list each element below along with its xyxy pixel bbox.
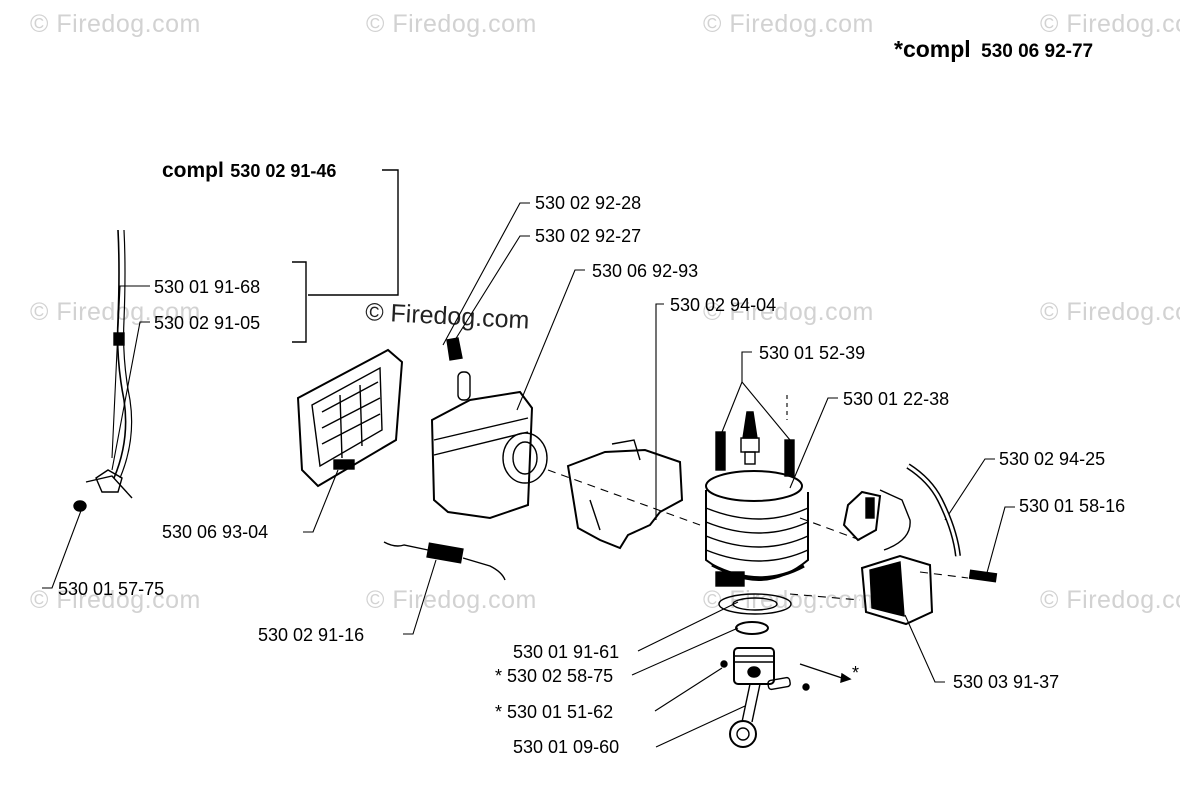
watermark: © Firedog.com [703,298,874,326]
part-label: 530 01 91-61 [513,642,620,662]
group-title: compl 530 02 91-46 [162,160,336,181]
assembly-number: 530 06 92-77 [981,41,1094,62]
ignition-cable [906,463,961,557]
part-label: 530 02 91-05 [154,313,261,333]
part-label: 530 02 91-16 [258,625,365,645]
watermark: © Firedog.com [30,10,201,38]
part-label: 530 03 91-37 [953,672,1060,692]
assembly-prefix: *compl [894,36,971,62]
part-label: 530 02 94-25 [999,449,1106,469]
watermark: © Firedog.com [1040,298,1180,326]
leader-lines [42,202,1015,748]
watermark: © Firedog.com [30,298,201,326]
screw [968,569,998,583]
spring [383,541,506,581]
star-arrow [799,663,852,684]
group-bracket [292,169,399,343]
watermark: © Firedog.com [703,10,874,38]
watermark: © Firedog.com [1040,10,1180,38]
gaskets [718,593,792,635]
part-label: 530 01 57-75 [58,579,165,599]
watermark: © Firedog.com [1040,586,1180,614]
ignition-module [842,489,934,626]
part-label: 530 06 93-04 [162,522,269,542]
assembly-title: *compl 530 06 92-77 [894,36,1094,62]
piston-conrod [720,647,810,748]
part-label: 530 02 92-27 [535,226,642,246]
watermark: © Firedog.com [366,586,537,614]
star-label: * [852,663,860,683]
group-number: 530 02 91-46 [230,161,337,181]
muffler [430,337,548,520]
part-label: 530 02 92-28 [535,193,642,213]
part-label: * 530 02 58-75 [495,666,614,686]
part-label: 530 01 58-16 [1019,496,1126,516]
part-label: 530 01 52-39 [759,343,866,363]
air-filter [296,348,404,488]
part-label: 530 01 09-60 [513,737,620,757]
part-label: 530 06 92-93 [592,261,699,281]
spark-plug [740,411,760,465]
part-label: 530 02 94-04 [670,295,777,315]
part-label: 530 01 91-68 [154,277,261,297]
cylinder [705,470,809,587]
throttle-cable [73,229,133,512]
watermark: © Firedog.com [30,586,201,614]
cylinder-cover [566,439,684,550]
watermark: © Firedog.com [366,10,537,38]
part-label: * 530 01 51-62 [495,702,614,722]
part-label: 530 01 22-38 [843,389,950,409]
group-prefix: compl [162,159,224,182]
